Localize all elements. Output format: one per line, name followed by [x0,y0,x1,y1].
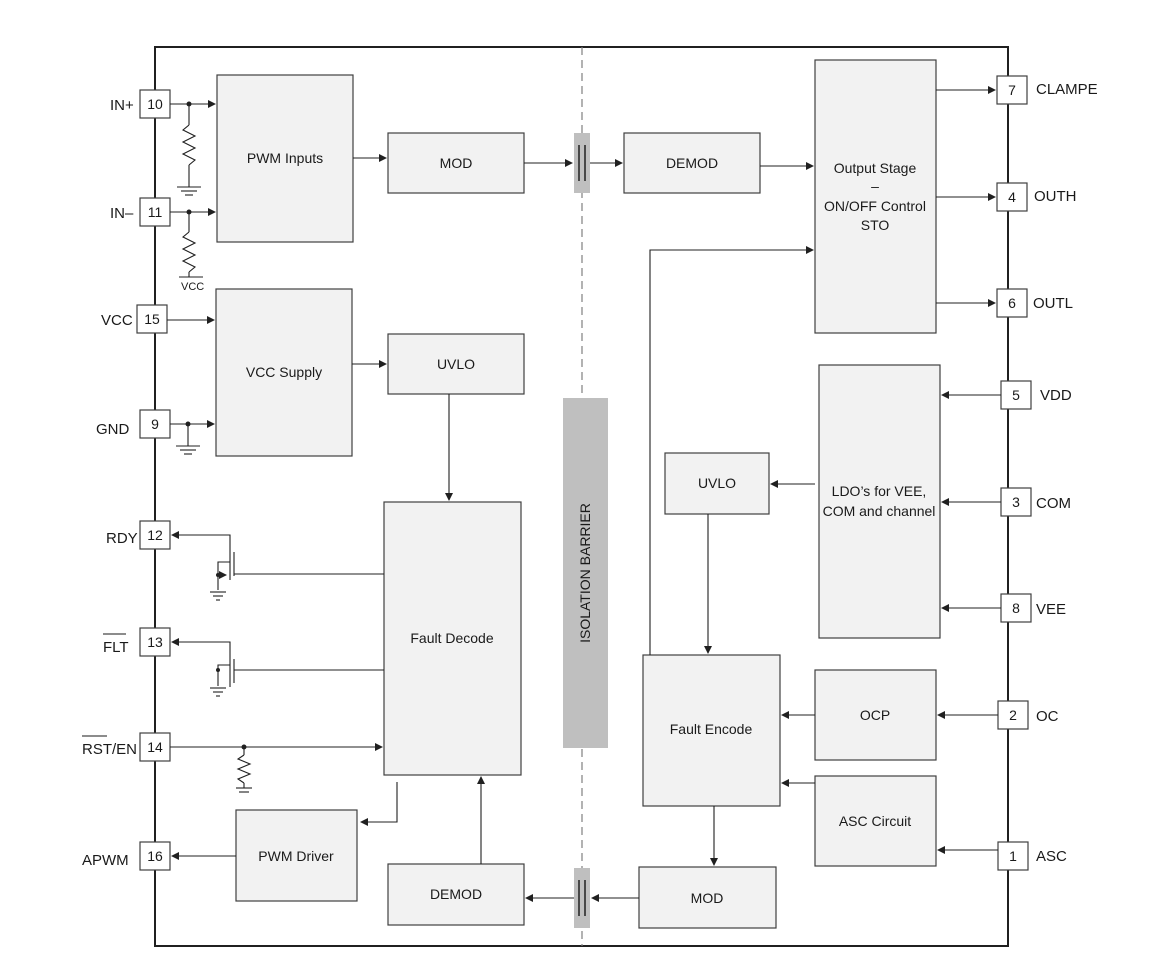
vcc-supply-block [215,288,353,457]
demod-bottom-label: DEMOD [430,886,482,902]
pwm-driver-block [235,809,358,902]
pin-label: VCC [101,312,133,329]
pin-vee: 8 VEE [1000,593,1066,623]
uvlo-left-block [387,333,525,395]
pin-apwm: 16 APWM [82,841,171,871]
pin-gnd: 9 GND [96,409,171,439]
fault-encode-label: Fault Encode [670,721,753,737]
output-stage-block [814,59,937,334]
wire-gnd [170,420,215,455]
pin-number: 11 [148,204,163,220]
pin-number: 14 [147,739,163,755]
pin-number: 13 [147,634,163,650]
pin-rdy: 12 RDY [106,520,171,550]
asc-circuit-label: ASC Circuit [839,813,911,829]
pin-label: OUTH [1034,188,1077,205]
pin-label: ASC [1036,848,1067,865]
isolation-barrier-label: ISOLATION BARRIER [577,503,593,643]
pin-label: GND [96,421,130,438]
pin-outl: 6 OUTL [996,288,1073,318]
wire-faultdecode-to-pwmdriver [360,782,398,826]
pin-number: 6 [1008,295,1016,311]
pwm-inputs-label: PWM Inputs [247,150,323,166]
ocp-label: OCP [860,707,890,723]
wire-rst-en [170,743,383,793]
pin-label: CLAMPE [1036,81,1098,98]
pin-number: 10 [147,96,163,112]
pin-label: OUTL [1033,295,1073,312]
ldo-block [818,364,941,639]
pin-number: 3 [1012,494,1020,510]
pin-number: 5 [1012,387,1020,403]
pin-oc: 2 OC [997,700,1059,730]
demod-top-block [623,132,761,194]
pin-number: 1 [1009,848,1017,864]
output-stage-line1: Output Stage [834,160,917,176]
wire-in-minus: VCC [170,208,216,293]
pin-rst-en: 14 RST/EN [82,732,171,762]
pin-label: VDD [1040,387,1072,404]
pin-number: 7 [1008,82,1016,98]
pin-label: APWM [82,852,129,869]
pin-flt: 13 FLT [103,627,171,657]
vcc-supply-label: VCC Supply [246,364,322,380]
pin-label: FLT [103,639,129,656]
pin-number: 8 [1012,600,1020,616]
pin-number: 2 [1009,707,1017,723]
wire-flt [171,638,384,697]
pin-label: RDY [106,530,138,547]
uvlo-right-block [664,452,770,515]
pin-number: 15 [144,311,160,327]
pin-number: 4 [1008,189,1016,205]
pin-in-plus: 10 IN+ [110,89,171,119]
pin-asc: 1 ASC [997,841,1067,871]
pin-number: 12 [147,527,163,543]
isolation-barrier [563,398,608,748]
pin-number: 16 [147,848,163,864]
fault-decode-label: Fault Decode [410,630,493,646]
wire-in-plus [170,100,216,196]
pin-vcc: 15 VCC [101,304,168,334]
mod-bottom-label: MOD [691,890,724,906]
pin-label: COM [1036,495,1071,512]
uvlo-right-label: UVLO [698,475,736,491]
asc-circuit-block [814,775,937,867]
ldo-line1: LDO’s for VEE, [832,483,927,499]
uvlo-left-label: UVLO [437,356,475,372]
pin-outh: 4 OUTH [996,182,1077,212]
isolation-capacitor-top [574,133,590,193]
pin-vdd: 5 VDD [1000,380,1072,410]
pin-clampe: 7 CLAMPE [996,75,1098,105]
pin-label: IN– [110,205,134,222]
fault-encode-block [642,654,781,807]
isolation-capacitor-bottom [574,868,590,928]
pin-number: 9 [151,416,159,432]
fault-decode-block [383,501,522,776]
mod-top-block [387,132,525,194]
mod-top-label: MOD [440,155,473,171]
output-stage-line3: ON/OFF Control [824,198,926,214]
vcc-small-label: VCC [181,281,204,293]
pin-com: 3 COM [1000,487,1071,517]
pwm-driver-label: PWM Driver [258,848,334,864]
pin-label: RST/EN [82,741,137,758]
pin-in-minus: 11 IN– [110,197,171,227]
pin-label: OC [1036,708,1059,725]
pin-label: VEE [1036,601,1066,618]
demod-bottom-block [387,863,525,926]
output-stage-line2: – [871,178,879,194]
demod-top-label: DEMOD [666,155,718,171]
wire-rdy [171,531,384,601]
ldo-line2: COM and channel [823,503,936,519]
output-stage-line4: STO [861,217,890,233]
pin-label: IN+ [110,97,134,114]
wire-faultencode-to-output [649,246,814,655]
